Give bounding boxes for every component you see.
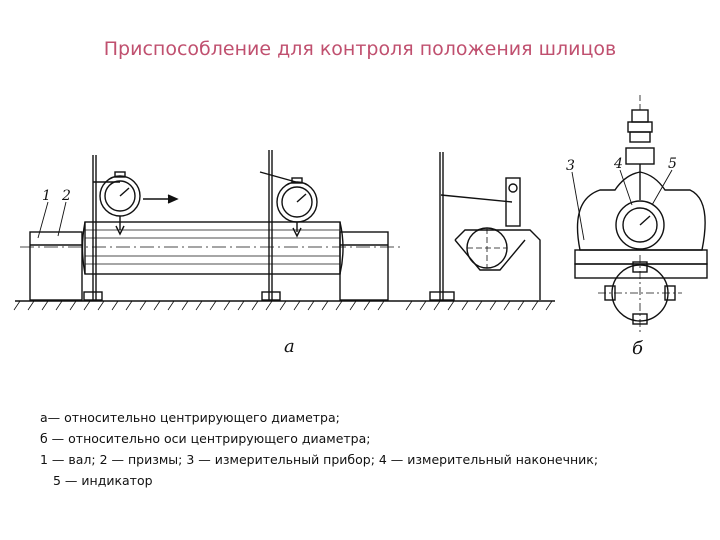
direction-arrow: [143, 194, 179, 204]
label-2: 2: [61, 188, 71, 204]
indicator-stand-middle: [259, 150, 318, 301]
label-4: 4: [613, 156, 623, 172]
figure-label-a: а: [284, 336, 295, 357]
caption-line-4: 5 — индикатор: [53, 473, 153, 488]
label-5: 5: [668, 156, 677, 172]
measuring-device: [574, 95, 708, 279]
splined-shaft-section: [598, 255, 682, 335]
prism-right: [339, 231, 389, 301]
slide-title: Приспособление для контроля положения шл…: [103, 38, 617, 60]
label-1: 1: [42, 188, 51, 204]
caption-line-3: 1 — вал; 2 — призмы; 3 — измерительный п…: [40, 452, 599, 467]
label-3: 3: [566, 158, 575, 174]
caption-line-2: б — относительно оси центрирующего диаме…: [40, 431, 371, 446]
shaft: [20, 221, 402, 275]
indicator-stand-left: [83, 155, 141, 301]
figure-label-b: б: [632, 338, 643, 359]
leader-lines: [37, 169, 673, 241]
caption-line-1: а— относительно центрирующего диаметра;: [40, 410, 340, 425]
prism-left: [29, 231, 83, 301]
base-plate: [13, 300, 555, 311]
side-view-small: [429, 152, 541, 301]
